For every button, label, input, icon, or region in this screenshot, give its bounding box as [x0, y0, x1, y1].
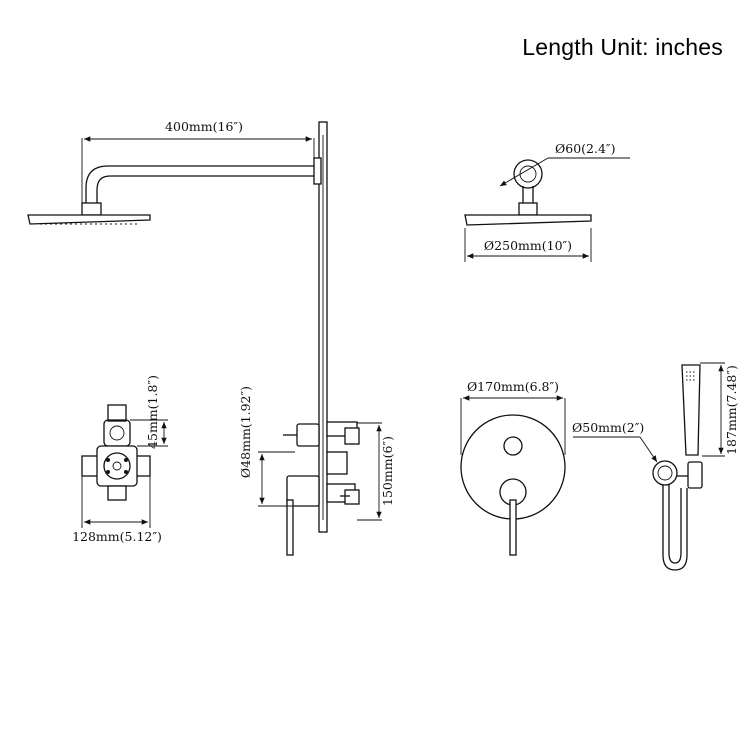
head-front-view: Ø250mm(10″) Ø60(2.4″) — [464, 141, 630, 262]
valve-body — [96, 445, 138, 487]
diverter-knob — [296, 423, 320, 447]
dim-valve-height: 45mm(1.8″) — [145, 375, 160, 449]
dim-plate-dia: Ø170mm(6.8″) — [467, 379, 559, 394]
wall — [318, 121, 328, 533]
mixer-handle-base — [286, 475, 320, 507]
dim-arm-length: 400mm(16″) — [165, 119, 243, 134]
valve-rough-in: 45mm(1.8″) 128mm(5.12″) — [72, 375, 168, 544]
dim-valve-depth: 150mm(6″) — [380, 436, 395, 506]
side-view: 400mm(16″) 150mm(6″) Ø48mm(1.92″) — [27, 119, 395, 556]
dim-handle-dia: Ø48mm(1.92″) — [238, 386, 253, 478]
dim-head-dia: Ø250mm(10″) — [484, 238, 572, 253]
arm-flange-front — [513, 159, 543, 189]
dim-flange-dia: Ø60(2.4″) — [555, 141, 615, 156]
dim-outlet-dia: Ø50mm(2″) — [572, 420, 644, 435]
arm-flange — [313, 157, 322, 185]
hand-shower: Ø50mm(2″) 187mm(7.48″) — [572, 362, 739, 571]
length-unit-title: Length Unit: inches — [522, 34, 723, 60]
mixer-lever-front — [509, 499, 517, 556]
hand-shower-holder — [687, 461, 703, 489]
shower-head-front — [464, 214, 592, 226]
shower-head-side — [27, 214, 151, 225]
dim-valve-width: 128mm(5.12″) — [72, 529, 162, 544]
hose — [662, 485, 688, 571]
hand-shower-handle — [681, 364, 701, 456]
trim-plate-front: Ø170mm(6.8″) — [460, 379, 566, 556]
mixer-lever — [286, 499, 294, 556]
valve-left-port — [81, 455, 99, 477]
diverter-knob-front — [503, 436, 523, 456]
valve-top-port — [107, 404, 127, 422]
dim-hand-shower-length: 187mm(7.48″) — [724, 365, 739, 455]
shower-arm — [85, 165, 314, 205]
wall-outlet — [652, 460, 678, 486]
